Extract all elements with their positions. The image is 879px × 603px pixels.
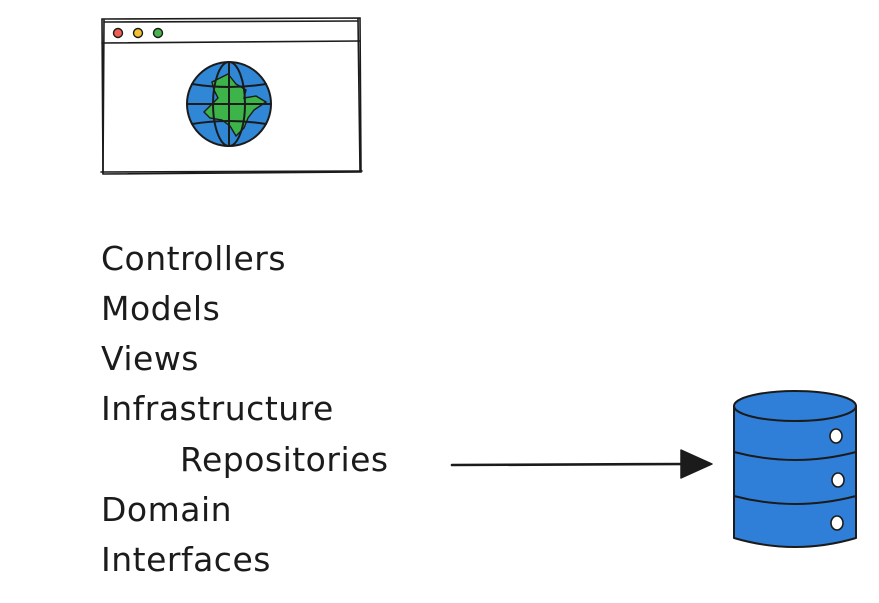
label-infrastructure: Infrastructure: [101, 389, 334, 428]
maximize-dot-icon: [152, 27, 164, 39]
arrow-right-icon: [450, 449, 713, 479]
label-domain: Domain: [101, 490, 233, 529]
minimize-dot-icon: [132, 27, 144, 39]
label-controllers: Controllers: [101, 239, 287, 278]
close-dot-icon: [112, 27, 124, 39]
label-interfaces: Interfaces: [101, 540, 271, 579]
globe-icon: [186, 61, 272, 147]
database-indicator-icons: [829, 428, 845, 531]
label-views: Views: [101, 339, 200, 378]
browser-window-icon: [100, 17, 363, 175]
label-repositories: Repositories: [180, 440, 389, 479]
label-models: Models: [101, 289, 221, 328]
window-controls: [112, 27, 164, 39]
database-icon: [733, 390, 857, 548]
